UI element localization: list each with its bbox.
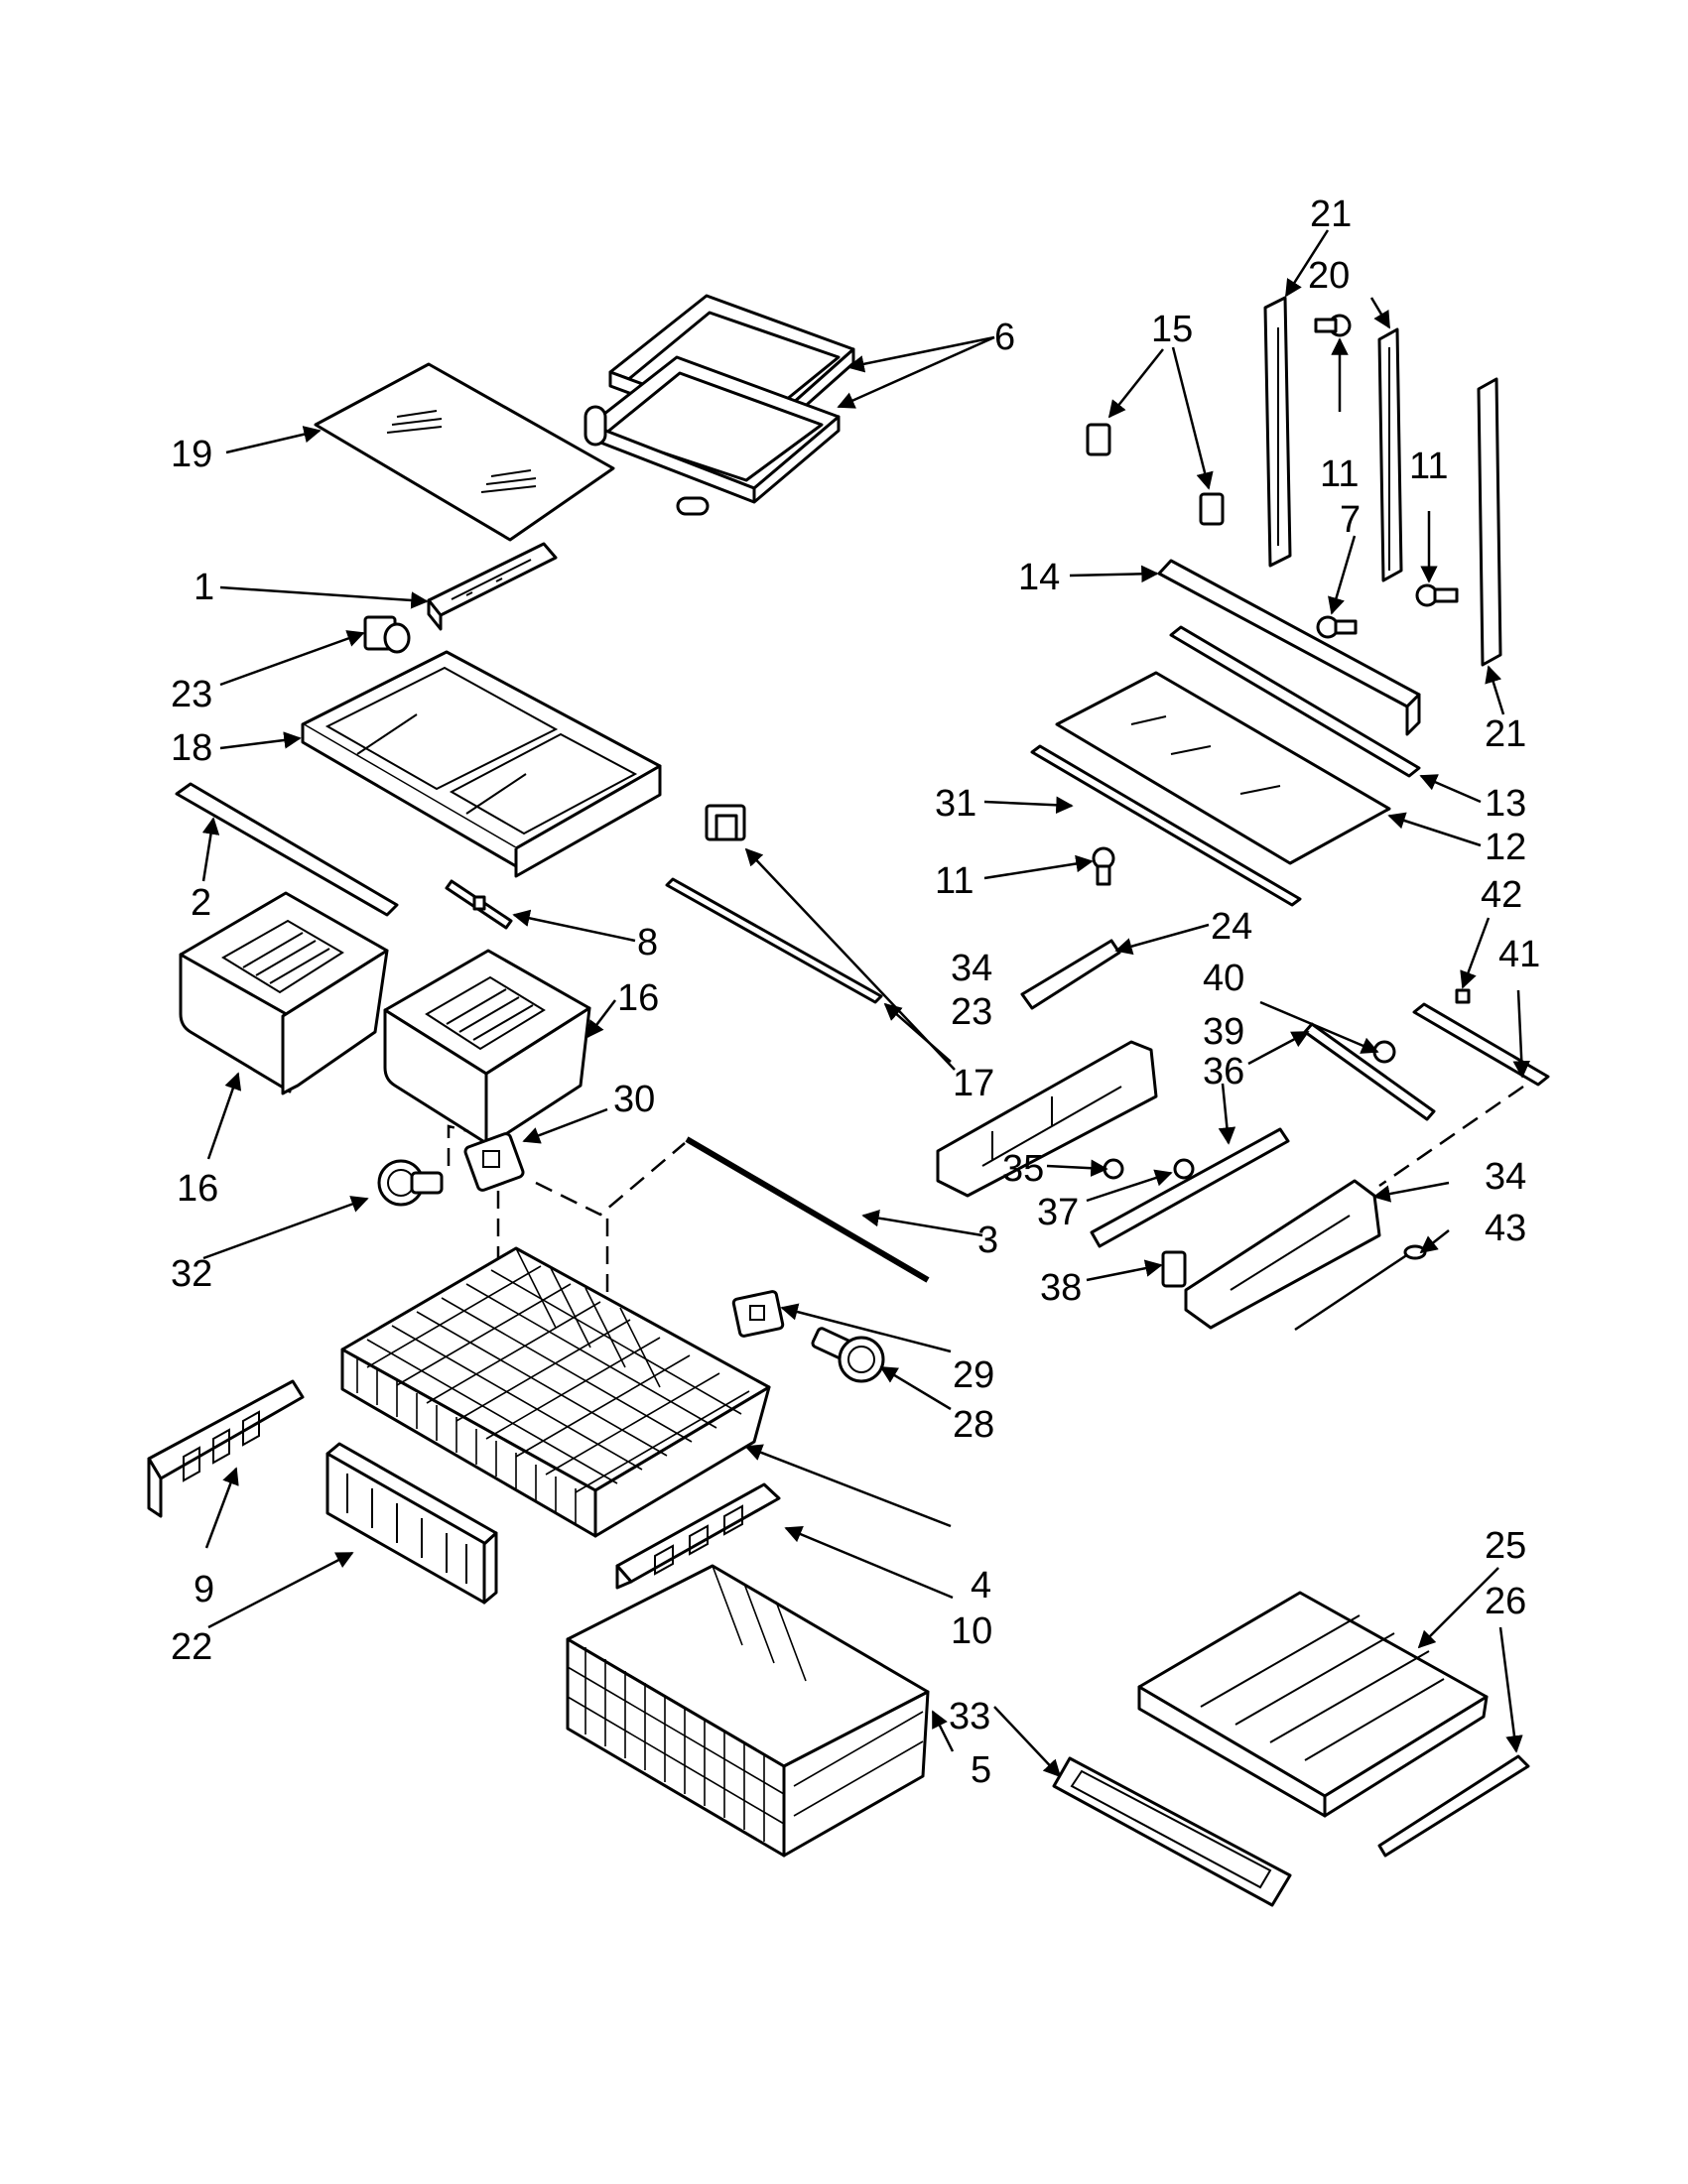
part-rod-17 [665, 877, 883, 1004]
part-clip-38 [1161, 1250, 1187, 1288]
part-rail-26 [1377, 1754, 1530, 1858]
callout-11-right: 11 [1409, 446, 1448, 487]
callout-23-right: 23 [951, 991, 992, 1033]
part-rail-21-right [1477, 377, 1502, 667]
part-slideout-shelves-6 [584, 294, 855, 516]
part-crisper-drawer-16-left [179, 891, 389, 1095]
callout-40: 40 [1203, 958, 1244, 999]
callout-15: 15 [1151, 309, 1193, 350]
part-strip-13 [1169, 625, 1421, 778]
callout-38: 38 [1040, 1267, 1082, 1309]
part-slide-bracket-34-left [936, 1040, 1158, 1198]
callout-5: 5 [971, 1749, 991, 1791]
part-strip-31 [1030, 744, 1302, 907]
callout-4: 4 [971, 1565, 991, 1606]
part-clip-8 [445, 879, 513, 930]
part-lower-basket-5 [566, 1564, 930, 1858]
part-bracket-30 [463, 1132, 525, 1192]
part-end-cap-10 [615, 1482, 781, 1590]
callout-17: 17 [953, 1063, 994, 1104]
part-screw-11-top [1314, 314, 1352, 337]
part-divider-panel-22 [325, 1442, 498, 1605]
callout-2: 2 [191, 882, 211, 924]
callout-16-left: 16 [177, 1168, 218, 1210]
part-slide-bracket-34-right [1184, 1179, 1381, 1330]
callout-19: 19 [171, 434, 212, 475]
part-bracket-24 [1020, 939, 1121, 1010]
callout-24: 24 [1211, 906, 1252, 948]
part-screw-11-mid [1092, 846, 1115, 886]
part-gear-28 [811, 1327, 885, 1383]
callout-labels: 19 6 1 23 18 2 8 16 16 34 23 17 30 3 32 … [171, 193, 1540, 1791]
callout-36: 36 [1203, 1051, 1244, 1092]
part-trim-strip-2 [175, 782, 399, 917]
part-crisper-cover-18 [301, 650, 662, 878]
callout-18: 18 [171, 727, 212, 769]
part-screw-35 [1103, 1158, 1124, 1180]
part-bracket-15-left [1086, 423, 1111, 456]
part-knob-23-left [363, 615, 411, 654]
part-glass-12 [1055, 671, 1391, 865]
callout-41: 41 [1498, 934, 1540, 975]
leader-lines [201, 229, 1531, 1778]
callout-31: 31 [935, 783, 976, 825]
callout-33: 33 [949, 1696, 990, 1737]
part-rail-41 [1412, 1002, 1550, 1087]
callout-21-bottom: 21 [1485, 713, 1526, 755]
callout-1: 1 [194, 567, 214, 608]
callout-6: 6 [994, 317, 1015, 358]
part-knob-23-right [705, 804, 746, 841]
callout-14: 14 [1018, 557, 1060, 598]
callout-3: 3 [977, 1220, 998, 1261]
callout-9: 9 [194, 1569, 214, 1610]
callout-25: 25 [1485, 1525, 1526, 1567]
part-wire-basket-4 [340, 1246, 771, 1538]
callout-13: 13 [1485, 783, 1526, 825]
part-rod-3 [685, 1136, 930, 1283]
part-rail-20 [1377, 327, 1403, 582]
callout-29: 29 [953, 1354, 994, 1396]
part-rail-21-left [1263, 296, 1292, 568]
callout-26: 26 [1485, 1581, 1526, 1622]
callout-32: 32 [171, 1253, 212, 1295]
part-pan-25 [1137, 1591, 1489, 1818]
part-crisper-drawer-16-right [383, 949, 591, 1147]
callout-35: 35 [1002, 1148, 1044, 1190]
callout-8: 8 [637, 922, 658, 964]
callout-12: 12 [1485, 827, 1526, 868]
callout-28: 28 [953, 1404, 994, 1446]
callout-11-top: 11 [1320, 453, 1359, 495]
callout-11-mid: 11 [935, 860, 974, 902]
callout-20: 20 [1308, 255, 1350, 297]
callout-39: 39 [1203, 1011, 1244, 1053]
part-screw-7 [1316, 615, 1358, 639]
part-rail-39 [1303, 1022, 1436, 1121]
part-gear-32 [377, 1159, 444, 1207]
callout-7: 7 [1340, 499, 1361, 541]
part-bracket-15-right [1199, 492, 1225, 526]
part-screw-37 [1173, 1158, 1195, 1180]
callout-22: 22 [171, 1626, 212, 1668]
part-end-cap-9 [147, 1379, 305, 1518]
callout-23-left: 23 [171, 674, 212, 715]
callout-34-left: 34 [951, 948, 992, 989]
part-bracket-29 [731, 1290, 785, 1338]
callout-34-right: 34 [1485, 1156, 1526, 1198]
callout-16-right: 16 [617, 977, 659, 1019]
part-glass-shelf-19 [314, 362, 615, 542]
callout-42: 42 [1481, 874, 1522, 916]
part-slide-36 [1090, 1127, 1290, 1248]
callout-37: 37 [1037, 1192, 1079, 1233]
part-clip-42 [1455, 988, 1471, 1004]
callout-10: 10 [951, 1610, 992, 1652]
callout-30: 30 [613, 1079, 655, 1120]
callout-21-top: 21 [1310, 193, 1352, 235]
part-divider-rail-1 [427, 542, 558, 631]
part-screw-11-right [1415, 583, 1459, 607]
part-trim-14 [1157, 559, 1421, 736]
callout-43: 43 [1485, 1208, 1526, 1249]
part-front-trim-33 [1052, 1756, 1292, 1907]
